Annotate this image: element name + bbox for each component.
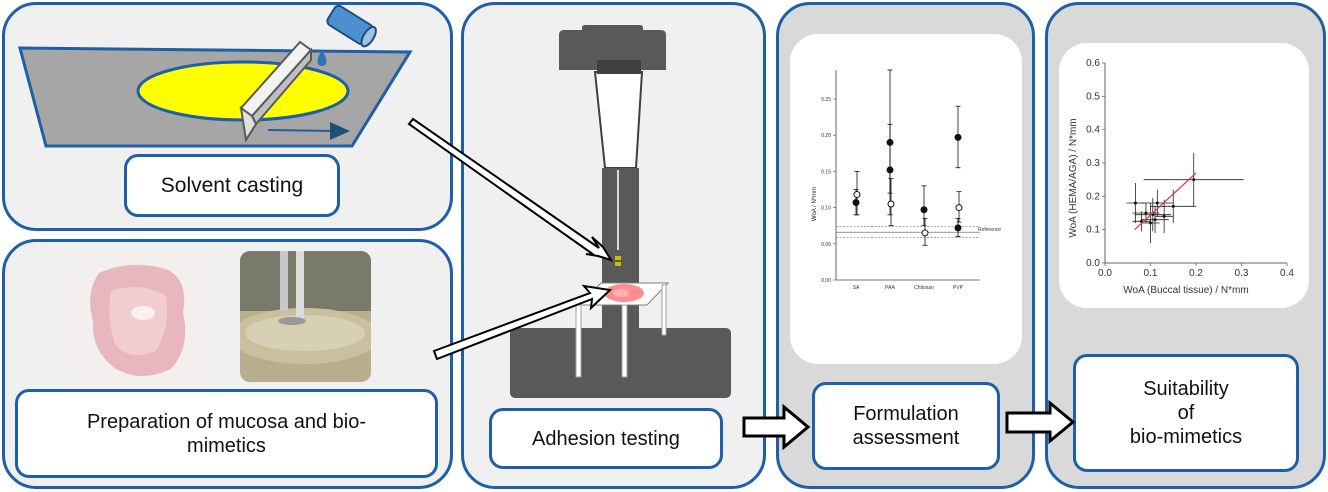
formulation-y-tick-label: 0.25 <box>821 97 831 103</box>
suitability-data-point <box>1149 221 1152 225</box>
suitability-xlabel: WoA (Buccal tissue) / N*mm <box>1123 285 1248 296</box>
suitability-x-tick-label: 0.3 <box>1235 268 1249 279</box>
formulation-category-label: SA <box>853 285 860 291</box>
formulation-data-point <box>887 200 895 208</box>
formulation-data-point <box>852 199 860 207</box>
instrument-base <box>510 328 731 398</box>
formulation-y-tick-label: 0.10 <box>821 206 831 212</box>
biomimetic-setup-photo <box>240 251 371 382</box>
suitability-y-tick-label: 0.5 <box>1086 91 1100 102</box>
formulation-y-tick-label: 0.20 <box>821 133 831 139</box>
formulation-data-point <box>853 191 861 199</box>
formulation-y-tick-label: 0.15 <box>821 169 831 175</box>
formulation-data-point <box>954 224 962 232</box>
suitability-y-tick-label: 0.0 <box>1086 258 1100 269</box>
suitability-data-point <box>1153 218 1157 222</box>
load-cell <box>593 71 644 169</box>
solvent-casting-illustration <box>18 4 413 148</box>
suitability-data-point <box>1144 211 1148 215</box>
reference-label: Reference <box>978 227 1001 233</box>
suitability-label: Suitability of bio-mimetics <box>1073 354 1299 472</box>
mucosa-preparation-label: Preparation of mucosa and bio- mimetics <box>15 389 438 478</box>
suitability-x-tick-label: 0.4 <box>1280 268 1294 279</box>
suitability-y-tick-label: 0.4 <box>1086 125 1100 136</box>
formulation-y-tick-label: 0.00 <box>821 278 831 284</box>
droplet-icon <box>317 50 327 67</box>
formulation-data-point <box>954 133 962 141</box>
suitability-data-point <box>1133 201 1137 205</box>
formulation-ylabel: WoA / N*mm <box>812 187 818 221</box>
solvent-casting-label: Solvent casting <box>124 154 340 217</box>
formulation-category-label: PAA <box>885 285 895 291</box>
formulation-y-tick-label: 0.05 <box>821 242 831 248</box>
suitability-y-tick-label: 0.1 <box>1086 225 1100 236</box>
suitability-data-point <box>1171 204 1175 208</box>
mucosa-tissue-photo <box>71 251 212 385</box>
formulation-data-point <box>920 206 928 214</box>
suitability-data-point <box>1192 178 1196 182</box>
suitability-x-tick-label: 0.0 <box>1098 268 1112 279</box>
instrument-head <box>559 25 666 70</box>
suitability-fit-line <box>1134 172 1197 231</box>
suitability-data-point <box>1162 214 1166 218</box>
formulation-chart-card <box>790 34 1022 364</box>
suitability-y-tick-label: 0.2 <box>1086 191 1100 202</box>
suitability-x-tick-label: 0.2 <box>1189 268 1203 279</box>
direction-arrow-icon <box>330 122 350 140</box>
suitability-y-tick-label: 0.3 <box>1086 158 1100 169</box>
formulation-data-point <box>955 204 963 212</box>
suitability-chart: WoA (Buccal tissue) / N*mm WoA (HEMA/AGA… <box>1068 58 1294 296</box>
formulation-data-point <box>921 229 929 237</box>
suitability-data-point <box>1155 201 1159 205</box>
solvent-vial-icon <box>326 4 377 48</box>
suitability-x-tick-label: 0.1 <box>1144 268 1158 279</box>
suitability-chart-card <box>1059 43 1309 308</box>
suitability-y-tick-label: 0.6 <box>1086 58 1100 69</box>
formulation-category-label: Chitosan <box>914 285 934 291</box>
suitability-ylabel: WoA (HEMA/AGA) / N*mm <box>1068 118 1079 237</box>
formulation-assessment-label: Formulation assessment <box>812 382 1000 470</box>
formulation-data-point <box>886 166 894 174</box>
formulation-category-label: PVP <box>953 285 964 291</box>
adhesion-testing-label: Adhesion testing <box>489 408 723 469</box>
